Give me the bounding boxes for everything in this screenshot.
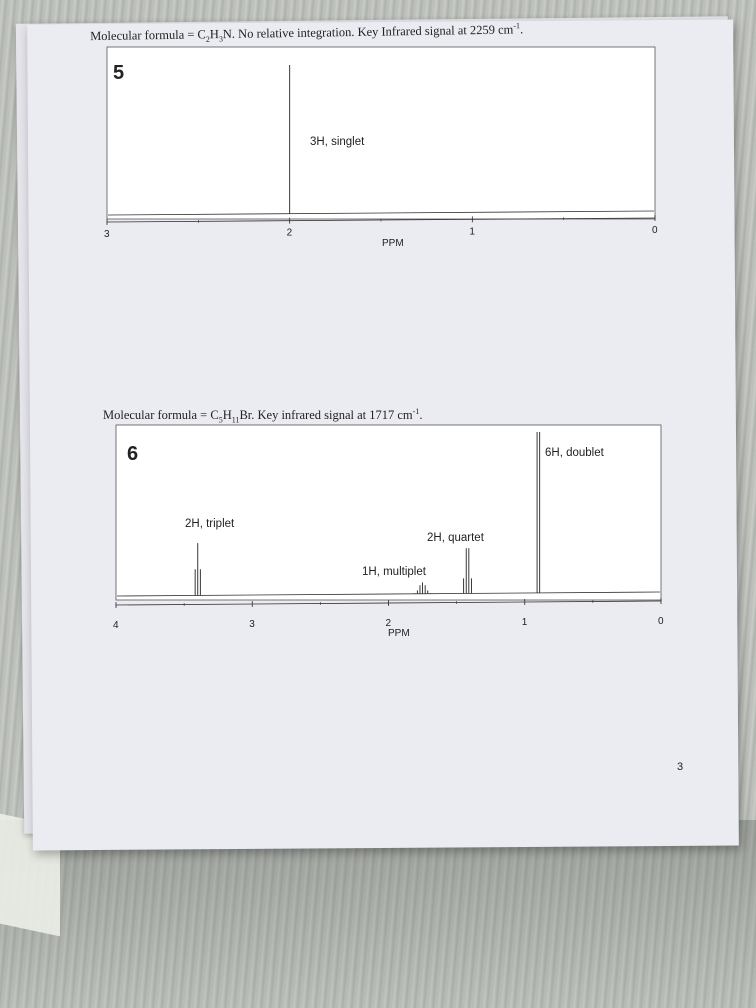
- spectrum-baseline: [107, 210, 655, 216]
- page-number: 3: [677, 761, 683, 773]
- problem5-number: 5: [113, 62, 124, 84]
- x-tick-label: 4: [113, 620, 119, 631]
- background-fabric: [0, 820, 756, 1008]
- x-tick-label: 2: [386, 618, 392, 629]
- x-tick-label: 3: [104, 229, 110, 240]
- x-tick-label: 0: [658, 616, 664, 627]
- peak-label: 1H, multiplet: [362, 566, 427, 578]
- x-tick-label: 2: [287, 228, 293, 239]
- x-tick-label: 1: [469, 226, 475, 237]
- x-axis-label: PPM: [388, 628, 410, 639]
- problem6-formula: Molecular formula = C5H11Br. Key infrare…: [103, 407, 423, 425]
- x-axis-label: PPM: [382, 238, 404, 249]
- problem6-number: 6: [127, 443, 138, 465]
- spectrum-baseline: [116, 591, 661, 597]
- x-tick-label: 3: [249, 619, 255, 630]
- peak-label: 3H, singlet: [310, 136, 365, 148]
- peak-label: 6H, doublet: [545, 447, 605, 459]
- x-tick-label: 0: [652, 225, 658, 236]
- peak-label: 2H, quartet: [427, 532, 485, 544]
- x-tick-label: 1: [522, 617, 528, 628]
- peak-label: 2H, triplet: [185, 518, 235, 530]
